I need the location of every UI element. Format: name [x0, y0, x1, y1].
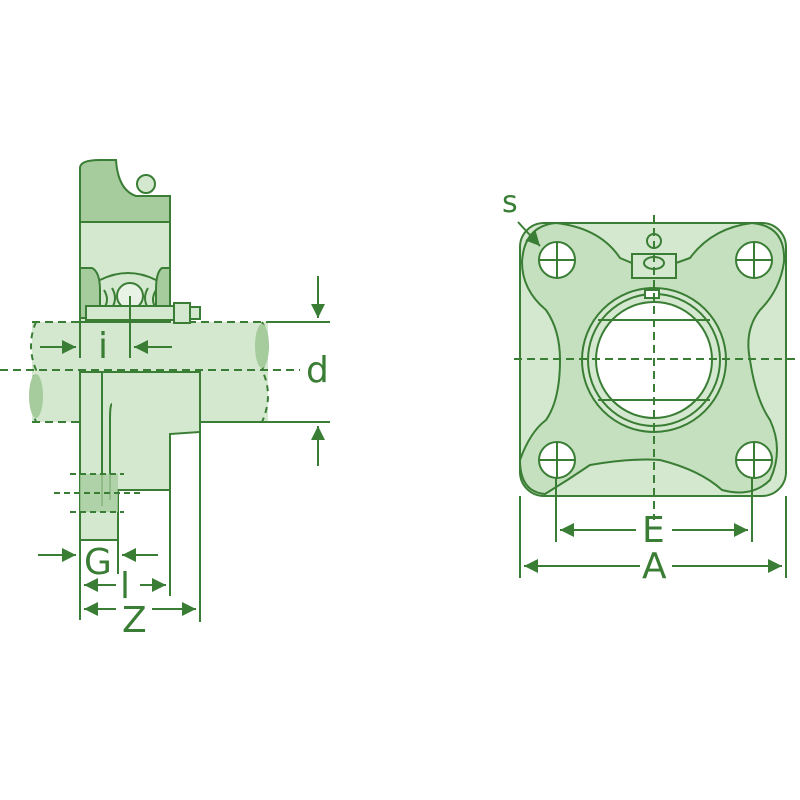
- dim-label-d: d: [306, 350, 329, 391]
- dim-label-i: i: [98, 326, 108, 367]
- dim-label-l: l: [120, 566, 130, 607]
- bolt-hole-top-left: [538, 241, 576, 279]
- bolt-hole-bottom-right: [735, 441, 773, 479]
- dim-label-Z: Z: [122, 600, 147, 641]
- dim-label-A: A: [642, 546, 667, 587]
- housing-upper: [79, 159, 201, 358]
- dim-label-E: E: [642, 510, 665, 551]
- dim-label-s: s: [502, 185, 518, 220]
- dimension-lines-side: [38, 276, 330, 622]
- housing-lower: [54, 371, 201, 541]
- side-view: [0, 159, 330, 622]
- bolt-hole-top-right: [735, 241, 773, 279]
- front-view: [514, 215, 800, 578]
- bolt-hole-bottom-left: [538, 441, 576, 479]
- dim-label-G: G: [84, 542, 112, 583]
